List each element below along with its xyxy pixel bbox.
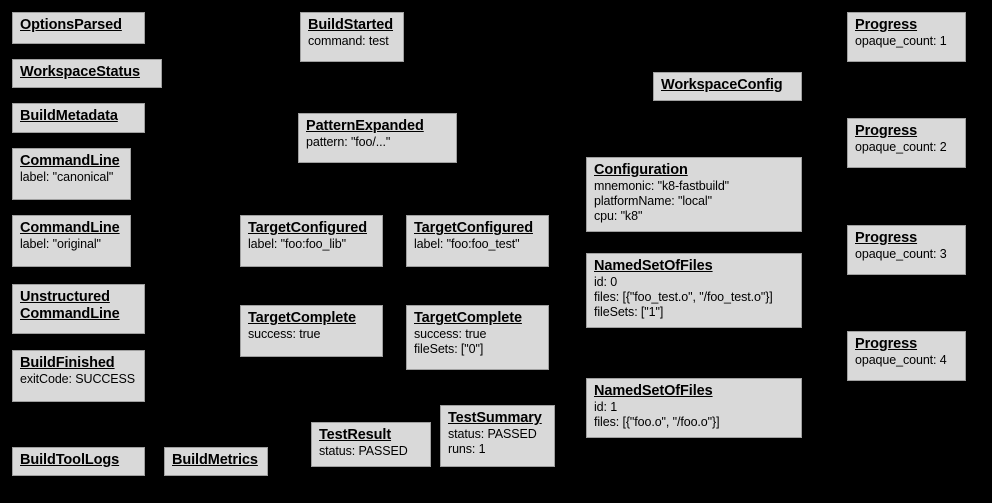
node-property: pattern: "foo/...": [306, 135, 391, 149]
node-properties: success: true: [248, 327, 375, 342]
node-title: CommandLine: [20, 153, 120, 169]
node-properties: opaque_count: 3: [855, 247, 958, 262]
node-title: BuildFinished: [20, 355, 115, 371]
node-title: BuildMetrics: [172, 452, 258, 468]
node-title: PatternExpanded: [306, 118, 424, 134]
node-property: label: "canonical": [20, 170, 114, 184]
node-title: NamedSetOfFiles: [594, 258, 713, 274]
node-title: CommandLine: [20, 220, 120, 236]
node-property: id: 0: [594, 275, 618, 289]
node-property: id: 1: [594, 400, 618, 414]
node-title: BuildMetadata: [20, 108, 118, 124]
node-property: platformName: "local": [594, 194, 712, 208]
node-properties: opaque_count: 1: [855, 34, 958, 49]
node-properties: label: "canonical": [20, 170, 123, 185]
node-property: command: test: [308, 34, 389, 48]
node-property: opaque_count: 4: [855, 353, 947, 367]
node-property: files: [{"foo.o", "/foo.o"}]: [594, 415, 720, 429]
node-properties: label: "foo:foo_test": [414, 237, 541, 252]
node-property: fileSets: ["1"]: [594, 305, 664, 319]
node-title: Unstructured CommandLine: [20, 289, 120, 322]
node-title: TargetComplete: [248, 310, 356, 326]
node-title: Progress: [855, 123, 918, 139]
node-build-metadata[interactable]: BuildMetadata: [12, 103, 145, 133]
node-property: opaque_count: 1: [855, 34, 947, 48]
node-property: cpu: "k8": [594, 209, 643, 223]
node-title: TestSummary: [448, 410, 542, 426]
node-title: Progress: [855, 17, 918, 33]
node-title: TargetConfigured: [414, 220, 533, 236]
node-title: TargetComplete: [414, 310, 522, 326]
node-property: label: "original": [20, 237, 101, 251]
node-options-parsed[interactable]: OptionsParsed: [12, 12, 145, 44]
node-title: Progress: [855, 336, 918, 352]
node-build-tool-logs[interactable]: BuildToolLogs: [12, 447, 145, 476]
node-build-metrics[interactable]: BuildMetrics: [164, 447, 268, 476]
node-title: Progress: [855, 230, 918, 246]
node-property: fileSets: ["0"]: [414, 342, 484, 356]
node-property: opaque_count: 3: [855, 247, 947, 261]
node-property: success: true: [248, 327, 321, 341]
node-title: TargetConfigured: [248, 220, 367, 236]
node-properties: label: "foo:foo_lib": [248, 237, 375, 252]
node-property: status: PASSED: [448, 427, 537, 441]
node-title: OptionsParsed: [20, 17, 122, 33]
node-property: label: "foo:foo_test": [414, 237, 520, 251]
node-property: opaque_count: 2: [855, 140, 947, 154]
node-title: Configuration: [594, 162, 688, 178]
node-workspace-status[interactable]: WorkspaceStatus: [12, 59, 162, 88]
node-property: mnemonic: "k8-fastbuild": [594, 179, 730, 193]
node-title: TestResult: [319, 427, 392, 443]
node-properties: command: test: [308, 34, 396, 49]
node-title: BuildToolLogs: [20, 452, 120, 468]
node-title: NamedSetOfFiles: [594, 383, 713, 399]
node-title: WorkspaceStatus: [20, 64, 140, 80]
node-properties: exitCode: SUCCESS: [20, 372, 137, 387]
node-properties: status: PASSED: [319, 444, 423, 459]
node-properties: opaque_count: 2: [855, 140, 958, 155]
node-workspace-config[interactable]: WorkspaceConfig: [653, 72, 802, 101]
node-properties: label: "original": [20, 237, 123, 252]
node-properties: pattern: "foo/...": [306, 135, 449, 150]
node-property: label: "foo:foo_lib": [248, 237, 346, 251]
node-title: BuildStarted: [308, 17, 394, 33]
node-properties: opaque_count: 4: [855, 353, 958, 368]
node-properties: mnemonic: "k8-fastbuild"platformName: "l…: [594, 179, 794, 224]
node-unstructured-command-line[interactable]: Unstructured CommandLine: [12, 284, 145, 334]
node-property: success: true: [414, 327, 487, 341]
node-property: files: [{"foo_test.o", "/foo_test.o"}]: [594, 290, 773, 304]
node-property: runs: 1: [448, 442, 486, 456]
node-title: WorkspaceConfig: [661, 77, 783, 93]
node-property: exitCode: SUCCESS: [20, 372, 136, 386]
node-property: status: PASSED: [319, 444, 408, 458]
